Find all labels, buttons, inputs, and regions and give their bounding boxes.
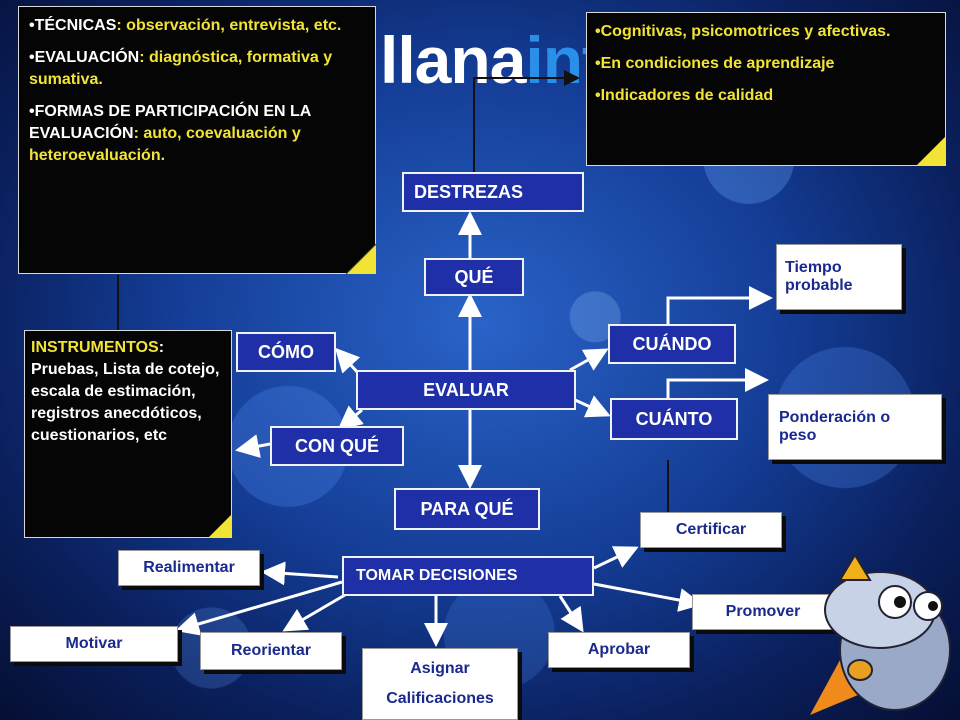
note-destrezas-line-2: •En condiciones de aprendizaje: [595, 55, 835, 73]
note-instrumentos: INSTRUMENTOS: Pruebas, Lista de cotejo, …: [24, 330, 232, 538]
note-destrezas: •Cognitivas, psicomotrices y afectivas. …: [586, 12, 946, 166]
page-fold-icon: [208, 514, 232, 538]
asignar-line-1: Asignar: [410, 659, 470, 677]
node-que: QUÉ: [424, 258, 524, 296]
node-asignar-calificaciones: Asignar Calificaciones: [362, 648, 518, 720]
asignar-line-2: Calificaciones: [386, 690, 494, 707]
node-reorientar: Reorientar: [200, 632, 342, 670]
page-fold-icon: [346, 244, 376, 274]
node-promover: Promover: [692, 594, 834, 630]
node-motivar: Motivar: [10, 626, 178, 662]
edge-td-realimentar: [261, 561, 339, 586]
note-tecnicas: •TÉCNICAS: observación, entrevista, etc.…: [18, 6, 376, 274]
note-destrezas-line-1: •Cognitivas, psicomotrices y afectivas.: [595, 23, 891, 40]
node-destrezas: DESTREZAS: [402, 172, 584, 212]
edge-td-motivar: [175, 580, 343, 636]
node-aprobar: Aprobar: [548, 632, 690, 668]
edge-evaluar-cuanto: [574, 395, 611, 418]
node-con-que: CON QUÉ: [270, 426, 404, 466]
node-tiempo-probable: Tiempo probable: [776, 244, 902, 310]
note-destrezas-line-3: •Indicadores de calidad: [595, 87, 774, 105]
node-cuanto: CUÁNTO: [610, 398, 738, 440]
edge-cuanto-ponderacion: [666, 368, 769, 398]
edge-td-promover: [593, 582, 703, 612]
edge-evaluar-conque: [337, 405, 364, 430]
note-tecnicas-line-3: •FORMAS DE PARTICIPACIÓN EN LA EVALUACIÓ…: [29, 103, 311, 165]
mascot-illustration: [810, 553, 951, 715]
node-ponderacion: Ponderación o peso: [768, 394, 942, 460]
node-evaluar: EVALUAR: [356, 370, 576, 410]
edge-evaluar-cuando: [569, 348, 609, 372]
edge-cuando-tiempo: [666, 286, 773, 324]
edge-td-certificar: [593, 546, 639, 570]
node-para-que: PARA QUÉ: [394, 488, 540, 530]
edge-td-reorientar: [282, 590, 351, 632]
page-fold-icon: [916, 136, 946, 166]
note-tecnicas-line-2: •EVALUACIÓN: diagnóstica, formativa y su…: [29, 49, 333, 89]
edge-destrezas-note: [473, 70, 580, 172]
edge-td-aprobar: [558, 595, 584, 633]
node-tomar-decisiones: TOMAR DECISIONES: [342, 556, 594, 596]
note-tecnicas-line-1: •TÉCNICAS: observación, entrevista, etc.: [29, 17, 342, 34]
node-realimentar: Realimentar: [118, 550, 260, 586]
logo-left: llana: [380, 23, 526, 97]
node-cuando: CUÁNDO: [608, 324, 736, 364]
edge-conque-instrumentos: [235, 434, 271, 458]
node-como: CÓMO: [236, 332, 336, 372]
node-certificar: Certificar: [640, 512, 782, 548]
